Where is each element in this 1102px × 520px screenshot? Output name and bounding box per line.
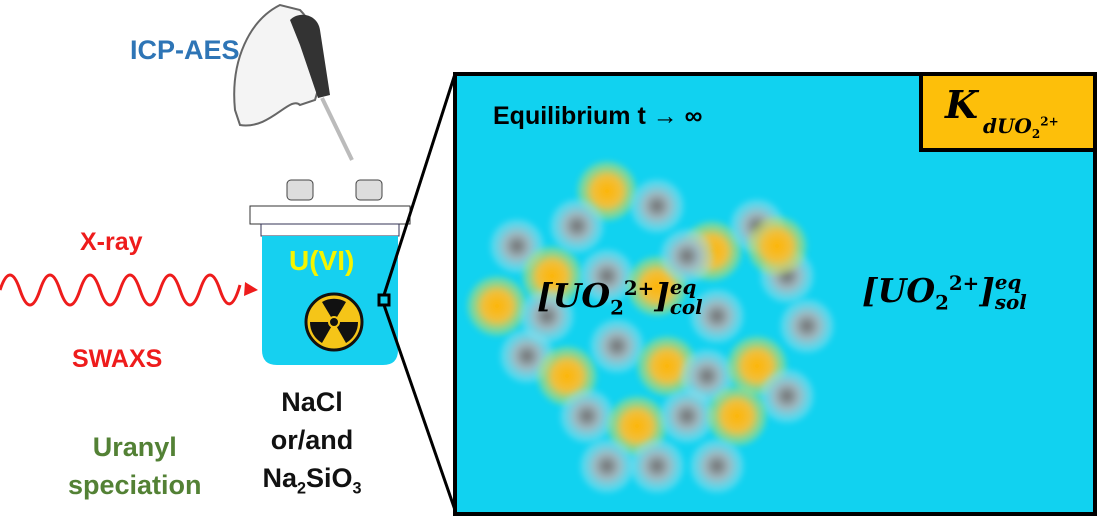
reaction-vessel xyxy=(249,179,411,365)
kd-box: K dUO22+ xyxy=(919,76,1093,152)
swaxs-label: SWAXS xyxy=(72,345,163,373)
uvi-label: U(VI) xyxy=(289,245,355,276)
colloid-particle xyxy=(760,369,814,423)
colloid-particle xyxy=(550,199,604,253)
salt-label: NaCl or/and Na2SiO3 xyxy=(262,383,362,507)
colloid-particle xyxy=(520,289,574,343)
colloid-particle xyxy=(590,319,644,373)
zoom-line-top xyxy=(382,73,457,296)
colloid-particle xyxy=(660,229,714,283)
uranyl-colloid-particle xyxy=(467,276,527,336)
colloid-particle xyxy=(580,249,634,303)
colloid-particle xyxy=(630,179,684,233)
uranyl-line2: speciation xyxy=(68,470,202,500)
xray-arrowhead xyxy=(244,282,258,296)
colloid-particle xyxy=(580,439,634,493)
colloid-particle xyxy=(690,289,744,343)
xray-wave xyxy=(0,273,242,307)
salt-line3: Na2SiO3 xyxy=(262,463,362,498)
colloid-particle xyxy=(680,349,734,403)
colloid-particle xyxy=(660,389,714,443)
zoom-line-bottom xyxy=(382,304,457,511)
salt-line1: NaCl xyxy=(281,387,343,417)
k-subscript: dUO22+ xyxy=(983,114,1059,141)
k-symbol: K xyxy=(945,82,979,127)
colloid-particle xyxy=(560,389,614,443)
pipette-hand-icon xyxy=(233,3,354,161)
colloid-cluster xyxy=(467,161,834,493)
uranyl-speciation-label: Uranyl speciation xyxy=(68,428,202,504)
xray-label: X-ray xyxy=(80,228,143,256)
colloid-particle xyxy=(780,299,834,353)
uranyl-line1: Uranyl xyxy=(92,432,177,462)
icp-aes-label: ICP-AES xyxy=(130,35,240,65)
equilibrium-title: Equilibrium t → ∞ xyxy=(493,102,703,130)
salt-line2: or/and xyxy=(270,425,354,455)
colloid-particle xyxy=(690,439,744,493)
colloid-particle xyxy=(630,439,684,493)
uranyl-colloid-particle xyxy=(747,216,807,276)
uranyl-colloid-particle xyxy=(707,386,767,446)
